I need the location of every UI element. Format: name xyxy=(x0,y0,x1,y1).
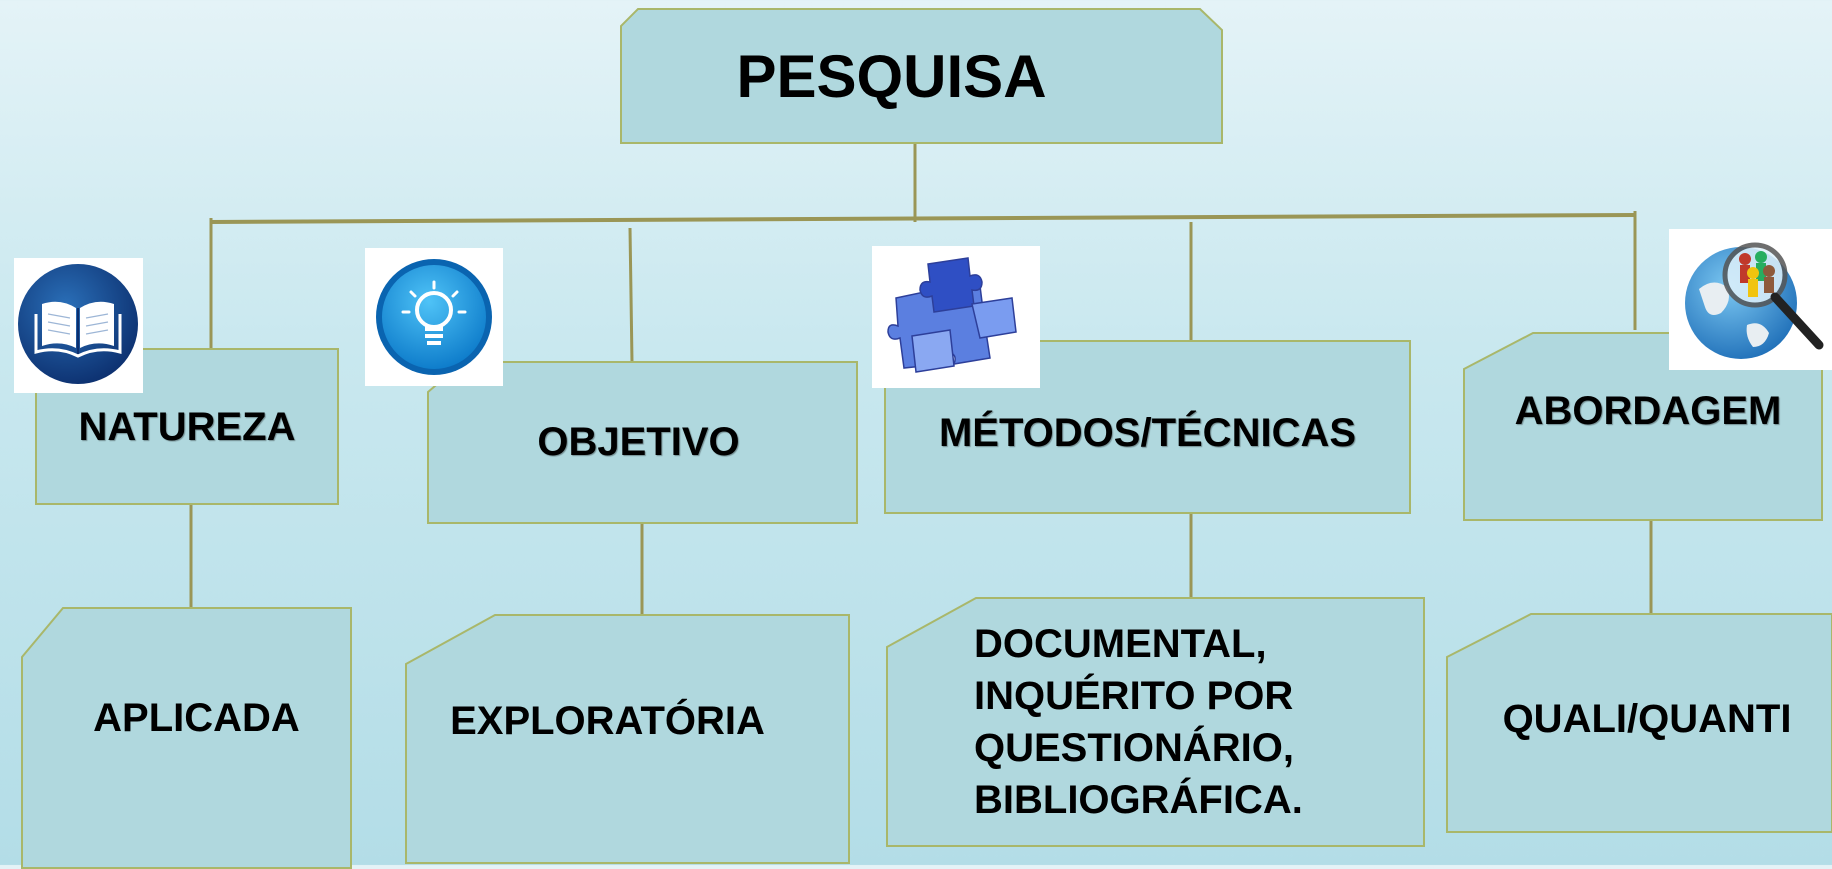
globe-magnifier-icon xyxy=(1669,229,1832,370)
child-label: EXPLORATÓRIA xyxy=(450,698,765,743)
drop-objetivo xyxy=(628,227,634,363)
horizontal-bus xyxy=(209,213,1636,224)
lightbulb-icon xyxy=(365,248,503,386)
puzzle-icon xyxy=(872,246,1040,388)
book-icon xyxy=(14,258,143,393)
child-label: QUALI/QUANTI xyxy=(1502,696,1792,741)
child-quali-quanti: QUALI/QUANTI xyxy=(1446,613,1832,833)
child-aplicada: APLICADA xyxy=(21,607,352,869)
category-abordagem: ABORDAGEM xyxy=(1463,332,1823,521)
category-metodos-tecnicas: MÉTODOS/TÉCNICAS xyxy=(884,340,1411,514)
category-label: NATUREZA xyxy=(78,405,296,449)
root-label: PESQUISA xyxy=(736,42,1047,110)
category-label: ABORDAGEM xyxy=(1514,389,1782,433)
child-label: DOCUMENTAL, INQUÉRITO POR QUESTIONÁRIO, … xyxy=(974,622,1303,822)
child-exploratoria: EXPLORATÓRIA xyxy=(405,614,850,864)
root-node: PESQUISA xyxy=(620,8,1223,144)
child-label: APLICADA xyxy=(93,695,300,740)
category-label: OBJETIVO xyxy=(537,420,740,464)
child-documental: DOCUMENTAL, INQUÉRITO POR QUESTIONÁRIO, … xyxy=(886,597,1425,847)
category-label: MÉTODOS/TÉCNICAS xyxy=(938,410,1357,455)
